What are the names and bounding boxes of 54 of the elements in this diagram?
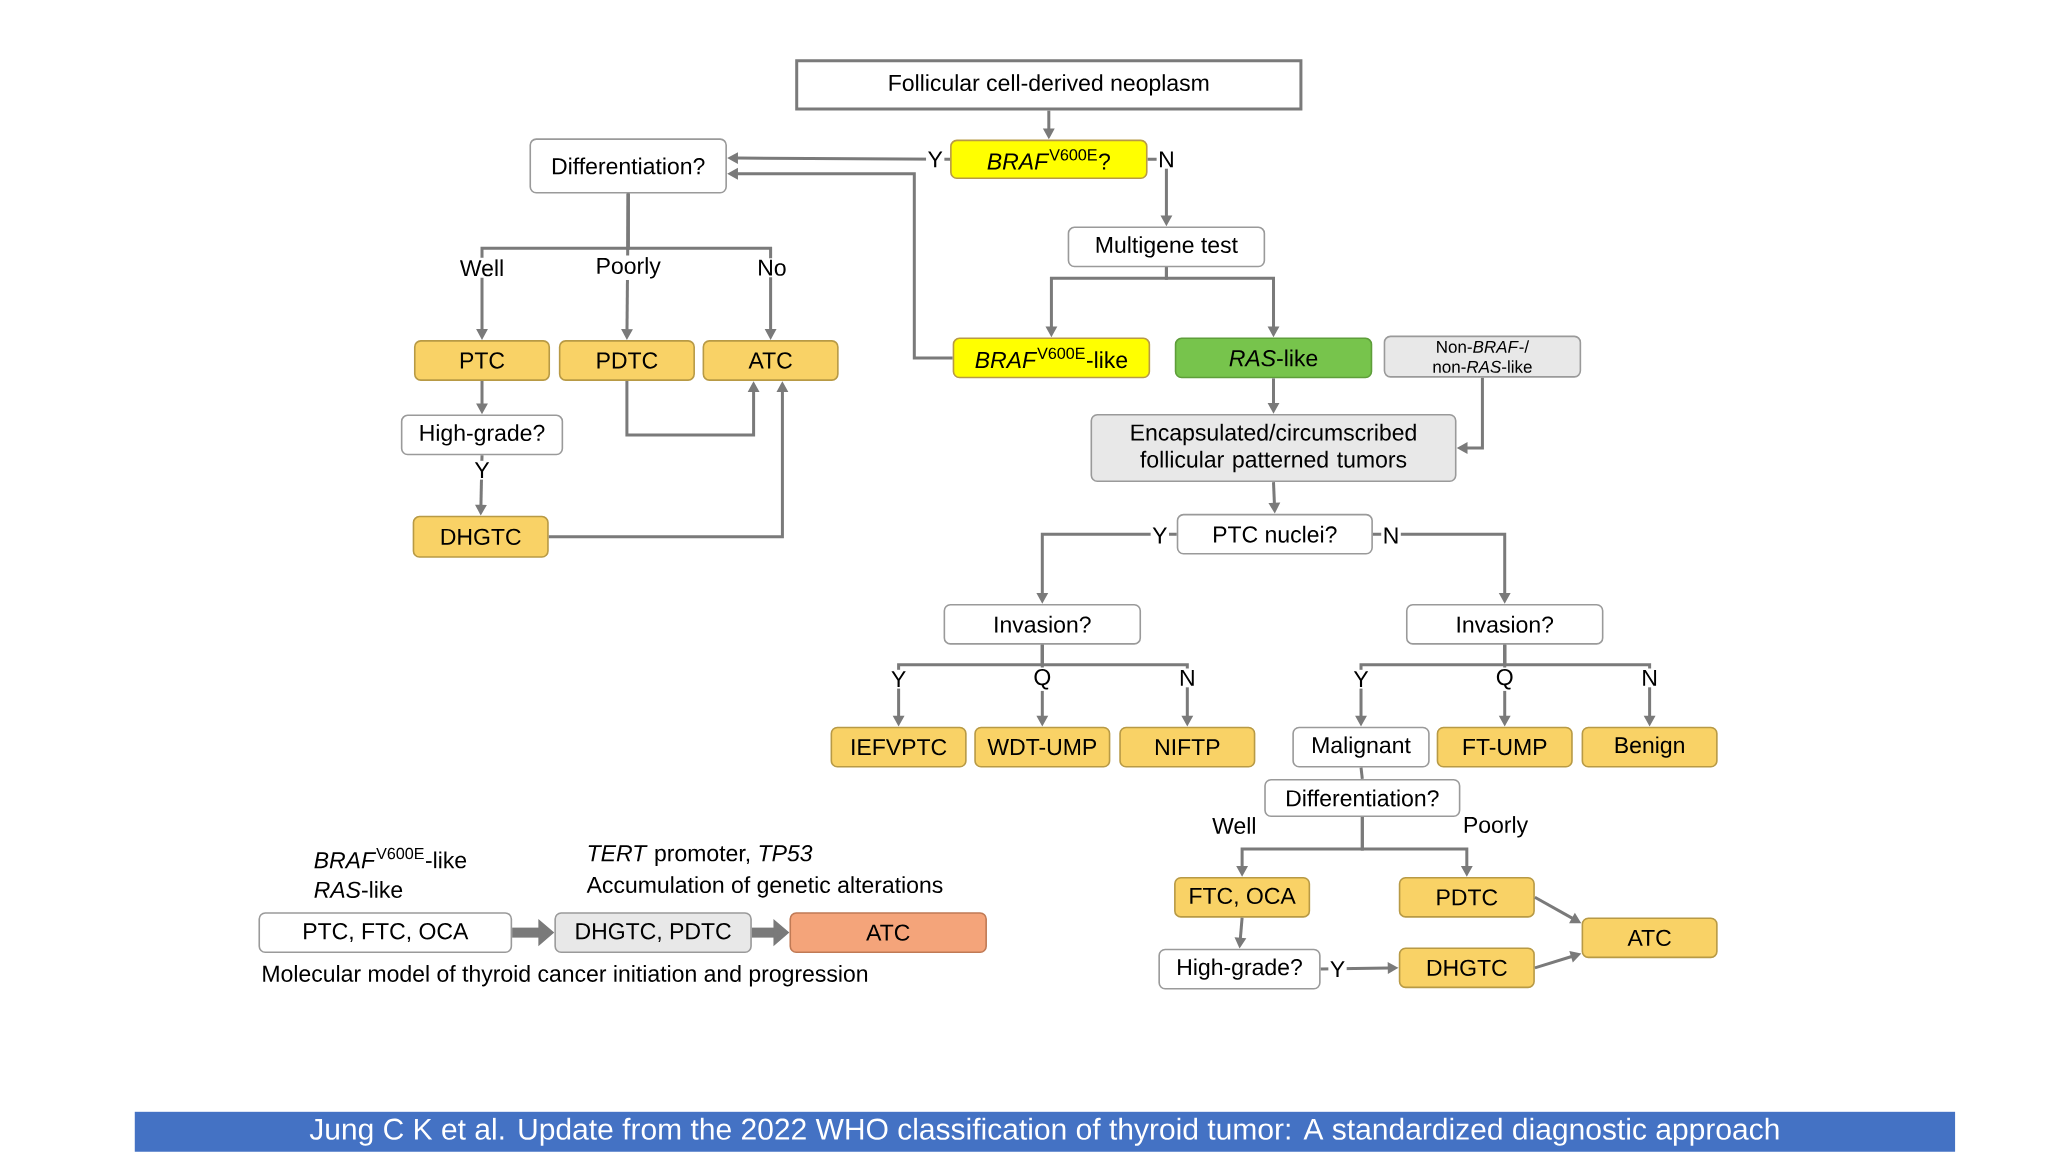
diagnosis-box: IEFVPTC (830, 726, 967, 768)
edge-label: N (1177, 668, 1198, 688)
edge-label: Poorly (1461, 814, 1530, 840)
edge-label: Y (1328, 959, 1347, 979)
category-box: BRAF$^{V600E}$-like (952, 337, 1151, 379)
note-text: Accumulation of genetic alterations (586, 876, 943, 898)
diagnosis-box: PDTC (558, 340, 695, 381)
edge-label: N (1156, 149, 1177, 169)
title-box: Follicular cell-derived neoplasm (795, 59, 1303, 111)
stage-box: DHGTC, PDTC (554, 912, 752, 953)
process-box: Malignant (1292, 726, 1430, 768)
mutation-label: BRAF$^{V600E}$-like (314, 847, 467, 869)
decision-box: Differentiation? (529, 138, 727, 194)
diagnosis-box: PTC (413, 340, 551, 381)
decision-box: Invasion? (1405, 603, 1604, 645)
edge-label: Y (472, 460, 492, 480)
edge-label: Q (1494, 667, 1516, 691)
connector-line (1359, 767, 1364, 780)
figure-caption: Molecular model of thyroid cancer initiation and progression (263, 965, 868, 987)
diagnosis-box: FTC, OCA (1174, 876, 1311, 918)
diagnosis-box: DHGTC (1398, 947, 1535, 989)
decision-box: High-grade? (1158, 948, 1321, 990)
edge-label: Y (1150, 526, 1169, 545)
diagnosis-box: ATC (702, 340, 839, 381)
category-box: Encapsulated/circumscribed follicular patterned tumors (1090, 413, 1457, 483)
decision-box: High-grade? (400, 414, 564, 456)
diagnosis-box: DHGTC (412, 515, 549, 558)
caption-bar: Jung C K et al. Update from the 2022 WHO classification of thyroid tumor: A standardized diagnostic approach (134, 1111, 1956, 1152)
diagnosis-box: Benign (1581, 726, 1718, 768)
diagnosis-box: NIFTP (1119, 726, 1256, 768)
diagnosis-box: FT-UMP (1436, 726, 1573, 768)
stage-box: ATC (789, 912, 987, 953)
diagnosis-box: PDTC (1398, 876, 1535, 918)
decision-box: Invasion? (943, 603, 1142, 645)
edge-label: Y (1351, 669, 1371, 689)
stage-box: PTC, FTC, OCA (258, 912, 513, 953)
decision-box: BRAF$^{V600E}$? (950, 139, 1148, 180)
edge-label: Poorly (594, 255, 663, 281)
edge-label: N (1381, 526, 1401, 545)
decision-box: Differentiation? (1264, 778, 1461, 818)
edge-label: Well (458, 257, 506, 278)
mutation-label: TERT promoter, TP53 (588, 845, 813, 866)
edge-label: Y (889, 669, 908, 689)
diagnosis-box: ATC (1581, 917, 1718, 959)
process-box: Multigene test (1067, 226, 1266, 268)
decision-box: PTC nuclei? (1176, 513, 1373, 555)
category-box: Non-BRAF-/ non-RAS-like (1383, 335, 1582, 378)
edge-label: Well (1210, 815, 1258, 836)
diagnosis-box: WDT-UMP (974, 726, 1111, 768)
category-box: RAS-like (1174, 337, 1373, 379)
edge-label: Q (1031, 667, 1053, 691)
edge-label: Y (926, 149, 945, 169)
edge-label: N (1639, 668, 1660, 688)
edge-label: No (755, 258, 789, 278)
